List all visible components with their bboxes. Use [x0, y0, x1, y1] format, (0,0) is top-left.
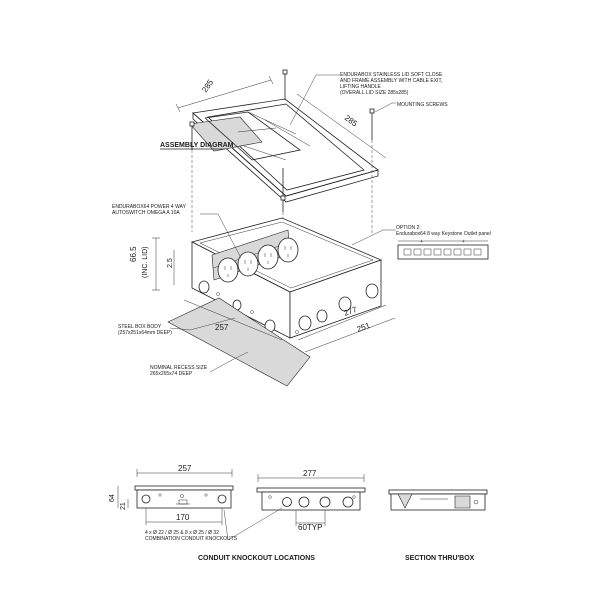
- knockout-note: 4 x Ø 22 / Ø 25 & 8 x Ø 25 / Ø 32 COMBIN…: [145, 507, 283, 542]
- dim-side-277: 277: [303, 469, 317, 478]
- outlet-3: [257, 244, 279, 270]
- option-note-line-2: Endurabox64 8 way Keystone Outlet panel: [396, 231, 491, 237]
- lid-frame-assembly: [189, 98, 379, 203]
- outlet-2: [237, 251, 259, 277]
- keystone-panel: + + OPTION 2: Endurabox64 8 way Keystone…: [351, 225, 491, 260]
- dim-251: 251: [356, 321, 372, 334]
- section-heading: SECTION THRU'BOX: [405, 555, 475, 562]
- screws-note: MOUNTING SCREWS: [374, 102, 448, 113]
- lid-note-line-1: ENDURABOX STAINLESS LID SOFT CLOSE: [340, 72, 443, 78]
- power-note: ENDURABOX64 POWER 4 WAY AUTOSWITCH OMEGA…: [112, 204, 242, 259]
- lid-note-line-4: (OVERALL LID SIZE 285x285): [340, 90, 409, 96]
- dim-front-64: 64: [109, 494, 116, 502]
- mounting-screws: [189, 69, 375, 212]
- section-view: [388, 489, 488, 511]
- lid-handle-plate: [189, 116, 263, 152]
- front-view: 257 64 21 170: [109, 464, 234, 525]
- dim-257: 257: [215, 323, 229, 332]
- dim-277: 277: [343, 305, 359, 318]
- keystone-plus-right: +: [462, 239, 465, 245]
- dim-height: 66.5 (INC. LID) 2.5: [129, 237, 175, 291]
- power-note-line-1: ENDURABOX64 POWER 4 WAY: [112, 204, 187, 210]
- dim-front-21: 21: [120, 502, 127, 510]
- dim-285-left: 285: [200, 78, 215, 95]
- recess-note-line-1: NOMINAL RECESS SIZE: [150, 365, 208, 371]
- knockout-note-line-1: 4 x Ø 22 / Ø 25 & 8 x Ø 25 / Ø 32: [145, 530, 219, 536]
- dim-285-right: 285: [343, 113, 360, 128]
- lid-note-line-3: LIFTING HANDLE: [340, 84, 382, 90]
- dim-box-plan: 257 277 251: [183, 299, 396, 353]
- body-note-line-2: (257x251x64mm DEEP): [118, 330, 172, 336]
- dim-66-5: 66.5: [129, 246, 138, 262]
- dim-60-typ: 60TYP: [298, 523, 322, 532]
- recess-note: NOMINAL RECESS SIZE 265x265x74 DEEP: [150, 351, 249, 377]
- mounting-screws-label: MOUNTING SCREWS: [397, 102, 448, 108]
- recess-note-line-2: 265x265x74 DEEP: [150, 371, 193, 377]
- conduit-knockout-heading: CONDUIT KNOCKOUT LOCATIONS: [198, 555, 315, 562]
- outlet-1: [217, 257, 239, 283]
- box-knockouts: [198, 280, 379, 334]
- assembly-diagram-title: ASSEMBLY DIAGRAM: [160, 142, 234, 149]
- lid-note-line-2: AND FRAME ASSEMBLY WITH CABLE EXIT,: [340, 78, 442, 84]
- dim-2-5: 2.5: [167, 258, 174, 268]
- recess-plane: [167, 297, 311, 387]
- power-module: [217, 237, 299, 283]
- lid-note: ENDURABOX STAINLESS LID SOFT CLOSE AND F…: [289, 72, 443, 126]
- knockout-note-line-2: COMBINATION CONDUIT KNOCKOUTS: [145, 536, 238, 542]
- dim-front-170: 170: [176, 513, 190, 522]
- option-note-line-1: OPTION 2:: [396, 225, 421, 231]
- body-note: STEEL BOX BODY (257x251x64mm DEEP): [118, 317, 236, 336]
- keystone-plus-left: +: [420, 239, 423, 245]
- power-note-line-2: AUTOSWITCH OMEGA A 10A: [112, 210, 180, 216]
- side-view: 277 60TYP: [256, 469, 366, 532]
- outlet-4: [277, 237, 299, 263]
- dim-front-257: 257: [178, 464, 192, 473]
- dim-inc-lid: (INC. LID): [142, 247, 149, 279]
- body-note-line-1: STEEL BOX BODY: [118, 324, 162, 330]
